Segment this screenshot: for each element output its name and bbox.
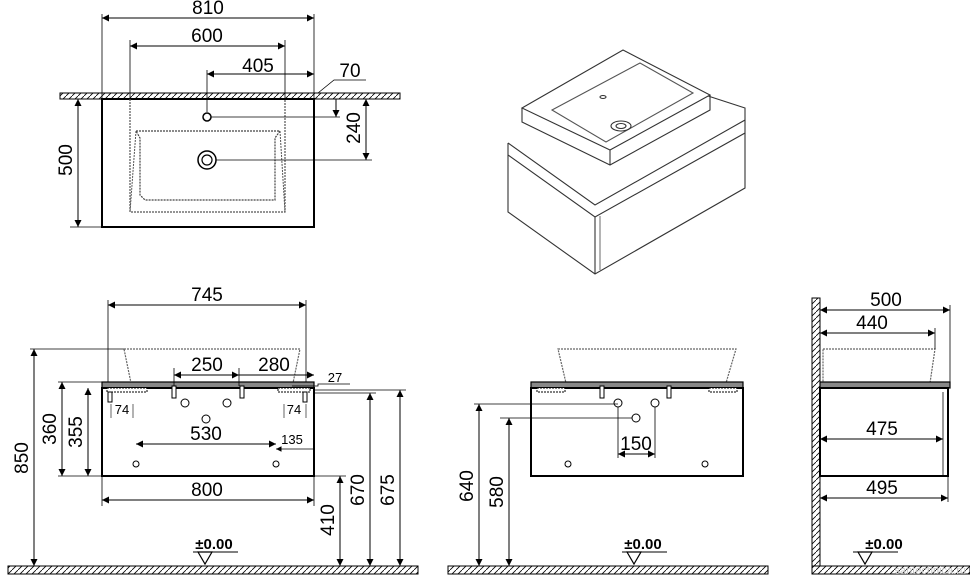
dim-810: 810 xyxy=(192,0,224,19)
cabinet-middle xyxy=(530,387,744,477)
dim-250: 250 xyxy=(191,355,223,376)
dim-side-495: 495 xyxy=(866,478,898,499)
dim-500: 500 xyxy=(56,144,77,176)
dim-side-475: 475 xyxy=(866,419,898,440)
dim-74-left: 74 xyxy=(115,402,129,417)
dim-530: 530 xyxy=(190,424,222,445)
dim-410: 410 xyxy=(318,504,339,536)
floor-hatch-left xyxy=(7,565,419,575)
dim-side-500: 500 xyxy=(870,290,902,311)
zero-level-front: ±0.00 xyxy=(195,536,232,553)
dim-135: 135 xyxy=(281,432,303,447)
drain-inner xyxy=(201,154,213,166)
dim-74-right: 74 xyxy=(287,402,301,417)
watermark: santechnica.ru xyxy=(894,565,966,577)
tap-hole xyxy=(202,112,212,122)
cabinet-side xyxy=(819,387,949,477)
dim-280: 280 xyxy=(258,355,290,376)
basin-outline xyxy=(129,99,286,213)
front-view: 745 250 280 27 74 74 530 135 800 360 xyxy=(7,285,419,575)
dim-850: 850 xyxy=(12,442,33,474)
zero-level-side: ±0.00 xyxy=(865,536,902,553)
dim-27: 27 xyxy=(328,370,342,385)
dim-640: 640 xyxy=(457,470,478,502)
dim-150: 150 xyxy=(620,434,652,455)
dim-405: 405 xyxy=(242,56,274,77)
dim-side-440: 440 xyxy=(856,313,888,334)
dim-670: 670 xyxy=(348,474,369,506)
isometric-view xyxy=(507,49,746,275)
dim-240: 240 xyxy=(344,112,365,144)
dim-675: 675 xyxy=(378,474,399,506)
dim-70: 70 xyxy=(339,61,360,82)
dim-800: 800 xyxy=(191,480,223,501)
middle-view: 150 640 580 ±0.00 xyxy=(447,348,769,575)
zero-level-middle: ±0.00 xyxy=(624,536,661,553)
dim-600: 600 xyxy=(191,26,223,47)
side-view: 500 440 475 495 ±0.00 santechnica.ru xyxy=(811,290,970,577)
top-view: 810 600 405 70 240 500 xyxy=(56,0,401,228)
dim-355: 355 xyxy=(66,416,87,448)
dim-745: 745 xyxy=(191,285,223,306)
basin-bowl xyxy=(134,130,282,201)
dim-580: 580 xyxy=(487,476,508,508)
dim-360: 360 xyxy=(40,413,61,445)
